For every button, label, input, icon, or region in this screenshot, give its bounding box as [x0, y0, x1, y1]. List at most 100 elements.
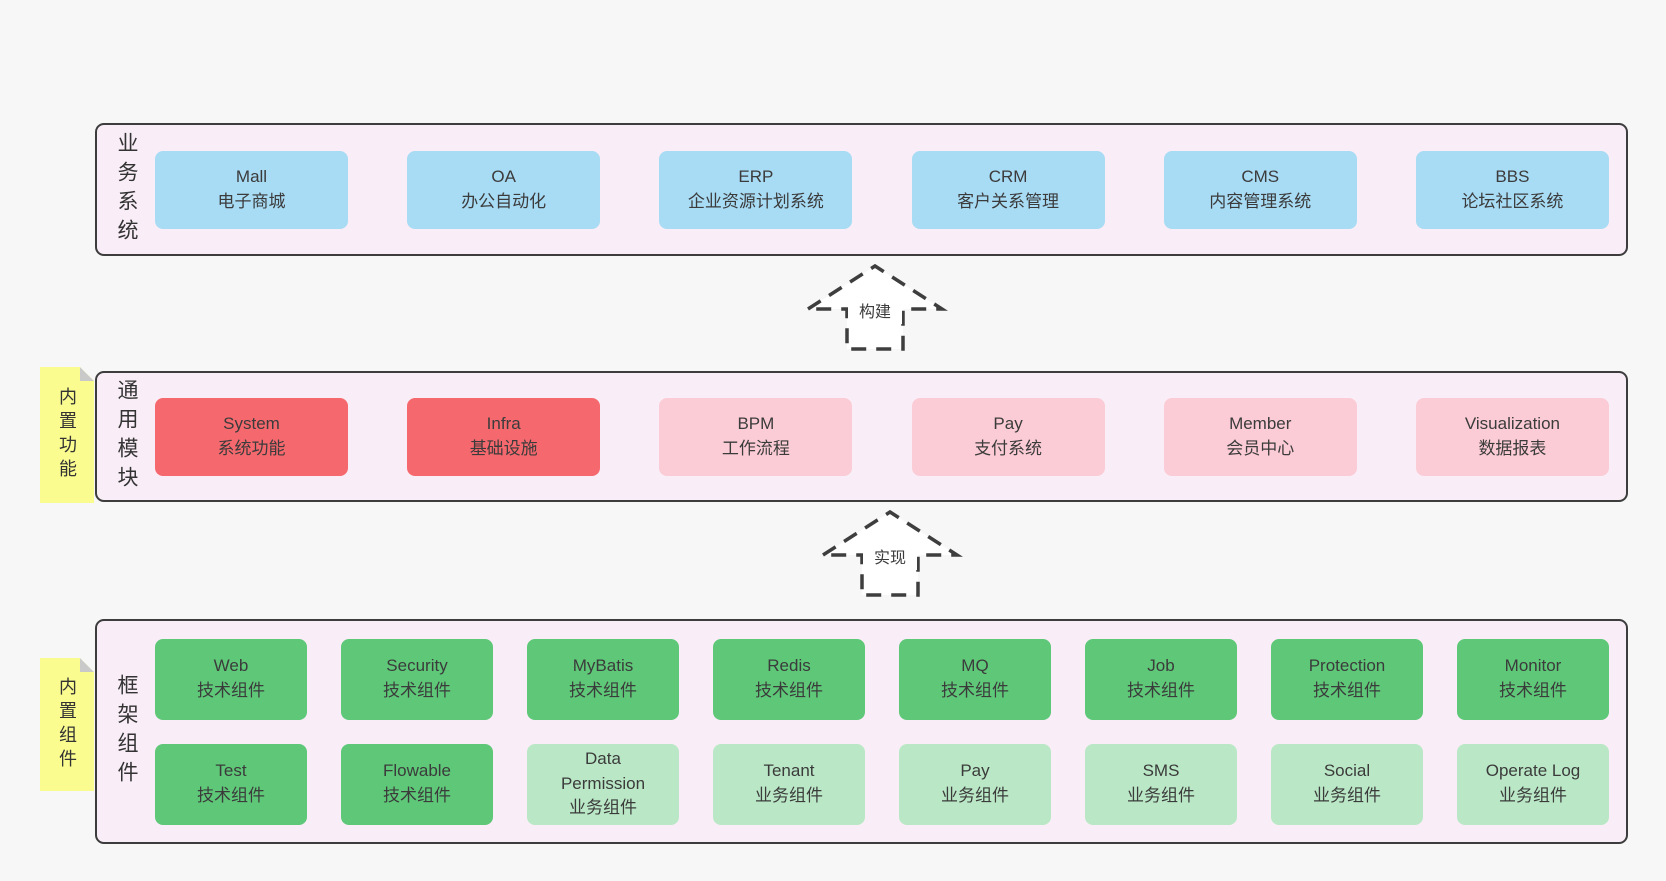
component-name: CRM	[988, 166, 1028, 186]
component-name: OA	[491, 166, 516, 186]
layer-label-framework-components: 框架组件	[115, 673, 138, 790]
component-name: Pay	[960, 761, 990, 781]
component-box-sms: SMS 业务组件	[1085, 743, 1237, 825]
build-arrow-label: 构建	[859, 303, 891, 321]
folded-corner-icon	[80, 367, 94, 381]
arrow-label-bg	[863, 545, 917, 570]
component-desc: 内容管理系统	[1209, 191, 1312, 211]
component-desc: 技术组件	[1127, 681, 1195, 700]
component-name: Social	[1323, 761, 1371, 781]
component-box-pay: Pay 业务组件	[899, 743, 1051, 825]
component-desc: 技术组件	[383, 786, 451, 805]
component-desc: 技术组件	[197, 681, 265, 700]
component-box-oa: OA 办公自动化	[407, 150, 601, 229]
component-name: Infra	[486, 413, 521, 433]
component-box-redis: Redis 技术组件	[713, 638, 865, 720]
component-desc: 电子商城	[217, 191, 286, 211]
component-name: Tenant	[763, 761, 815, 781]
component-name: Job	[1147, 656, 1175, 676]
component-box-pay: Pay 支付系统	[911, 397, 1105, 476]
component-box-bpm: BPM 工作流程	[659, 397, 853, 476]
component-desc: 工作流程	[721, 438, 790, 458]
component-desc: 技术组件	[197, 786, 265, 805]
component-name: Test	[215, 761, 247, 781]
component-name: BBS	[1495, 166, 1530, 186]
component-desc: 技术组件	[1313, 681, 1381, 700]
component-desc: 企业资源计划系统	[687, 191, 824, 211]
component-desc: 业务组件	[941, 786, 1009, 805]
component-box-monitor: Monitor 技术组件	[1457, 638, 1609, 720]
component-name: Member	[1229, 413, 1292, 433]
layer-label-common-modules: 通用模块	[115, 378, 138, 495]
component-desc: 论坛社区系统	[1461, 191, 1564, 211]
folded-corner-icon	[80, 658, 94, 672]
component-box-mall: Mall 电子商城	[155, 150, 348, 229]
component-name: MQ	[961, 656, 989, 676]
note-text: 内置组件	[57, 676, 77, 773]
component-row: Mall 电子商城 OA 办公自动化 ERP 企业资源计划系统 CRM 客户关系管理 CMS 内容…	[155, 150, 1609, 229]
component-name: ERP	[738, 166, 774, 186]
component-name: Redis	[767, 656, 811, 676]
component-desc: 业务组件	[1127, 786, 1195, 805]
component-desc: 技术组件	[941, 681, 1009, 700]
component-desc: 办公自动化	[461, 191, 547, 211]
component-box-protection: Protection 技术组件	[1271, 638, 1423, 720]
component-name: MyBatis	[572, 656, 634, 676]
component-desc: 业务组件	[1313, 786, 1381, 805]
component-name: CMS	[1241, 166, 1280, 186]
component-desc: 技术组件	[383, 681, 451, 700]
component-box-tenant: Tenant 业务组件	[713, 743, 865, 825]
component-name: Pay	[993, 413, 1023, 433]
implement-arrow-icon: 实现	[817, 509, 963, 597]
component-name: SMS	[1142, 761, 1180, 781]
layer-rows: Mall 电子商城 OA 办公自动化 ERP 企业资源计划系统 CRM 客户关系管理 CMS 内容…	[155, 125, 1609, 254]
component-box-web: Web 技术组件	[155, 638, 307, 720]
component-name: Visualization	[1464, 413, 1560, 433]
component-desc: 业务组件	[755, 786, 823, 805]
component-desc: 技术组件	[1499, 681, 1567, 700]
component-box-mq: MQ 技术组件	[899, 638, 1051, 720]
component-desc: 业务组件	[569, 798, 637, 818]
component-desc: 会员中心	[1226, 438, 1295, 458]
component-name: Operate Log	[1485, 761, 1581, 781]
component-name: Protection	[1308, 656, 1386, 676]
component-desc: 技术组件	[755, 681, 823, 700]
layer-label-business-systems: 业务系统	[115, 131, 138, 248]
component-name: Monitor	[1504, 656, 1562, 676]
component-desc: 业务组件	[1499, 786, 1567, 805]
component-box-job: Job 技术组件	[1085, 638, 1237, 720]
layer-business-systems: 业务系统 Mall 电子商城 OA 办公自动化 ERP 企业资源计划系统 CRM 客户关系管理…	[95, 123, 1628, 256]
component-name: Mall	[235, 166, 268, 186]
component-box-visualization: Visualization 数据报表	[1415, 397, 1609, 476]
component-box-cms: CMS 内容管理系统	[1163, 150, 1357, 229]
component-desc: 数据报表	[1478, 438, 1547, 458]
arrow-label-bg	[848, 299, 902, 324]
component-box-crm: CRM 客户关系管理	[911, 150, 1105, 229]
component-box-social: Social 业务组件	[1271, 743, 1423, 825]
note-built-in-features: 内置功能	[40, 367, 94, 503]
component-name: BPM	[737, 413, 775, 433]
component-box-test: Test 技术组件	[155, 743, 307, 825]
build-arrow-icon: 构建	[802, 263, 948, 351]
component-desc: 客户关系管理	[957, 191, 1060, 211]
implement-arrow-label: 实现	[874, 549, 906, 567]
component-desc: 支付系统	[974, 438, 1043, 458]
component-box-operate-log: Operate Log 业务组件	[1457, 743, 1609, 825]
component-desc: 系统功能	[217, 438, 286, 458]
component-box-bbs: BBS 论坛社区系统	[1415, 150, 1609, 229]
component-name: Web	[213, 656, 249, 676]
